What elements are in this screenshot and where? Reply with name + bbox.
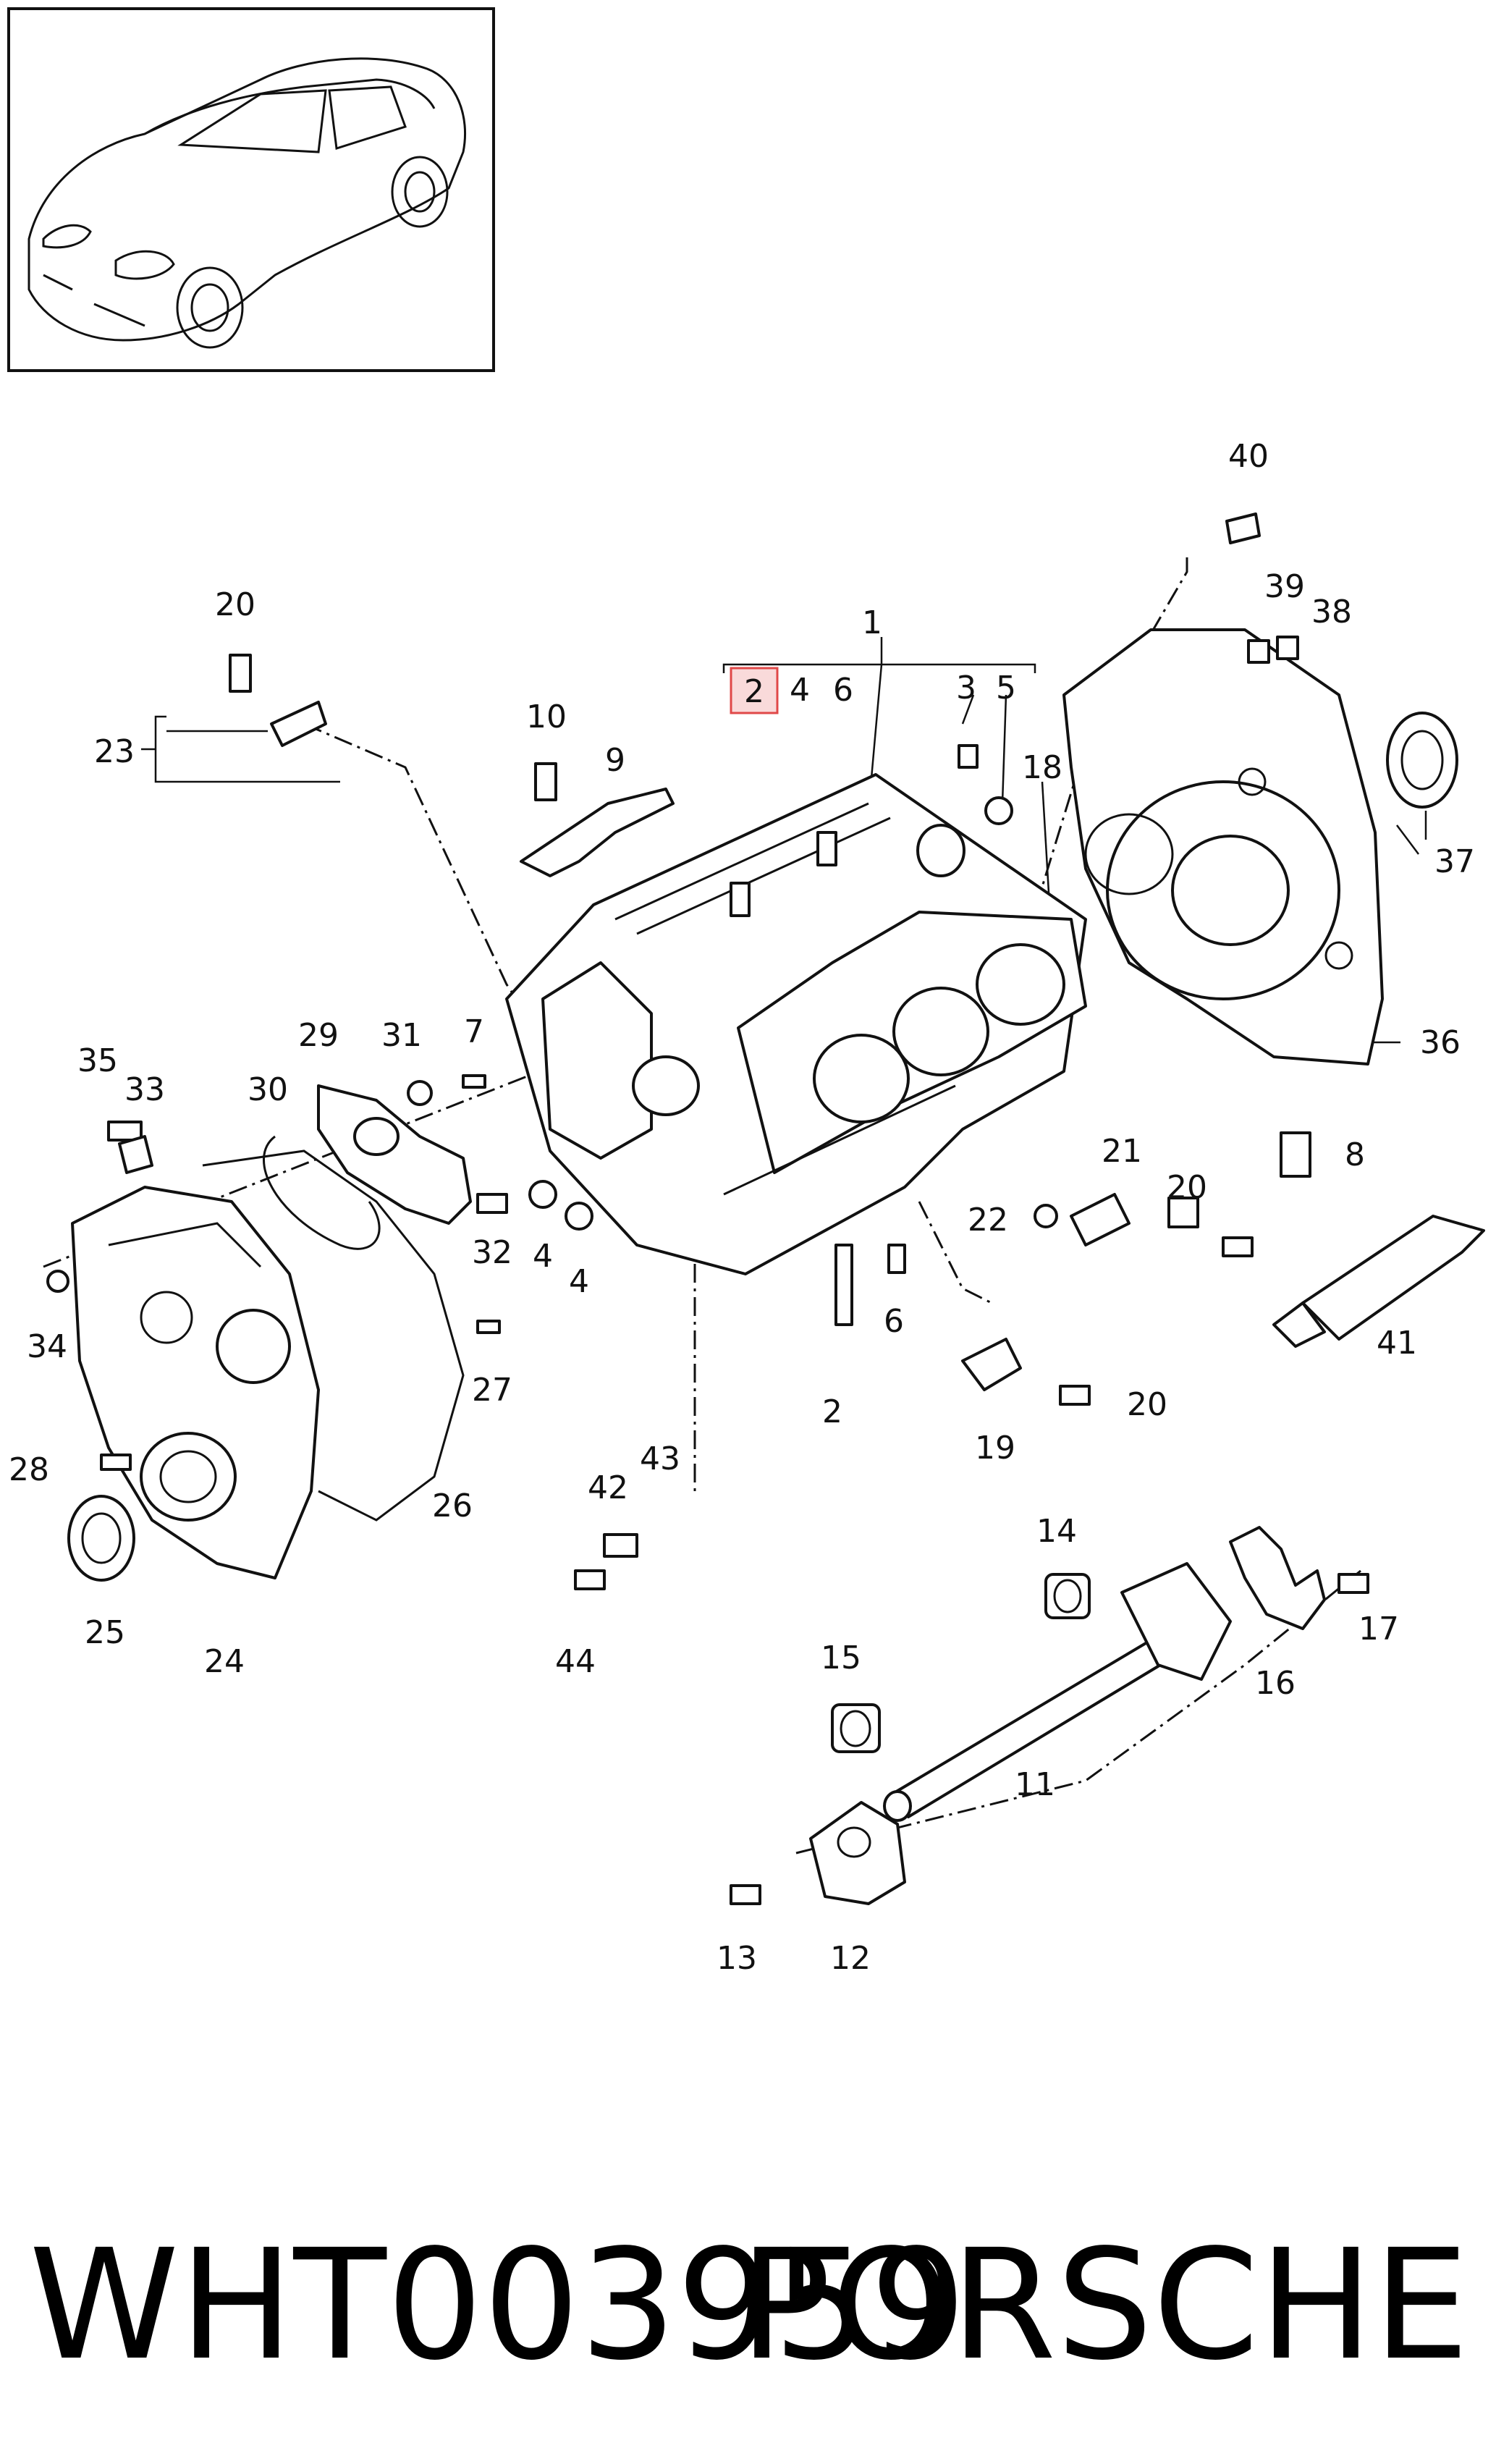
callout-labels: 1 2 2 3 4 4 4 5 6 6 7 8 9 10 11 12 13 14… — [9, 438, 1475, 1977]
sealant-tube-41 — [1272, 1215, 1485, 1348]
pipe-9 — [520, 788, 675, 877]
callout-4-left: 4 — [533, 1238, 553, 1275]
callout-29: 29 — [298, 1017, 339, 1054]
engine-block — [505, 773, 1087, 1275]
callout-2: 2 — [744, 673, 764, 710]
callout-2-lower: 2 — [822, 1393, 842, 1430]
shaft-11 — [883, 1562, 1232, 1822]
callout-41: 41 — [1377, 1325, 1417, 1362]
callout-20-right: 20 — [1167, 1169, 1207, 1206]
callout-22: 22 — [968, 1202, 1008, 1239]
callout-35: 35 — [77, 1042, 118, 1079]
callout-8: 8 — [1345, 1136, 1365, 1173]
callout-13: 13 — [717, 1940, 757, 1977]
housing-29 — [317, 1084, 472, 1225]
callout-3: 3 — [956, 670, 976, 706]
callout-16: 16 — [1255, 1665, 1296, 1702]
callout-5: 5 — [996, 670, 1016, 706]
callout-42: 42 — [588, 1469, 628, 1506]
callout-1: 1 — [862, 604, 882, 641]
callout-23: 23 — [94, 733, 135, 770]
cover-12 — [809, 1801, 906, 1905]
callout-43: 43 — [640, 1440, 680, 1477]
part-number: WHT003959 — [29, 2216, 967, 2394]
brand-name: PORSCHE — [739, 2216, 1469, 2394]
callout-36: 36 — [1420, 1024, 1461, 1061]
callout-12: 12 — [830, 1940, 871, 1977]
callout-33: 33 — [124, 1071, 165, 1108]
timing-cover-24 — [71, 1186, 320, 1579]
callout-26: 26 — [432, 1488, 473, 1524]
highlight-callout-2 — [730, 667, 779, 714]
callout-20-top: 20 — [215, 586, 255, 623]
fasteners — [46, 512, 1369, 1905]
vehicle-thumbnail — [7, 7, 495, 372]
caption: WHT003959 PORSCHE — [29, 2215, 1469, 2396]
callout-9: 9 — [605, 742, 625, 779]
rear-cover-36 — [1062, 628, 1384, 1066]
gasket-26 — [202, 1149, 465, 1522]
seal-30 — [263, 1135, 381, 1250]
callout-39: 39 — [1264, 568, 1305, 605]
callout-15: 15 — [821, 1640, 861, 1676]
callout-25: 25 — [85, 1614, 125, 1651]
callout-38: 38 — [1311, 594, 1352, 630]
callout-32: 32 — [472, 1234, 512, 1271]
callout-7: 7 — [464, 1013, 484, 1050]
callout-11: 11 — [1015, 1766, 1055, 1803]
bearing-15 — [831, 1703, 881, 1753]
clip-8 — [1280, 1131, 1311, 1178]
callout-40: 40 — [1228, 438, 1269, 475]
seal-37 — [1386, 712, 1458, 809]
callout-44: 44 — [555, 1643, 596, 1680]
callout-24: 24 — [204, 1643, 245, 1680]
callout-6: 6 — [833, 672, 853, 709]
callout-19: 19 — [975, 1430, 1015, 1467]
callout-4: 4 — [790, 672, 810, 709]
seal-25 — [67, 1495, 135, 1582]
callout-17: 17 — [1358, 1611, 1399, 1647]
callout-6-lower: 6 — [884, 1303, 904, 1340]
bearing-14 — [1044, 1573, 1091, 1619]
bracket-16 — [1229, 1526, 1326, 1630]
callout-21: 21 — [1102, 1133, 1142, 1170]
callout-37: 37 — [1434, 843, 1475, 880]
callout-31: 31 — [381, 1017, 422, 1054]
callout-27: 27 — [472, 1372, 512, 1409]
callout-34: 34 — [27, 1328, 67, 1365]
callout-20-lower: 20 — [1127, 1386, 1167, 1423]
callout-14: 14 — [1036, 1513, 1077, 1550]
callout-28: 28 — [9, 1451, 49, 1488]
callout-10: 10 — [526, 699, 567, 735]
callout-4-right: 4 — [569, 1263, 589, 1300]
callout-18: 18 — [1022, 749, 1062, 786]
callout-30: 30 — [248, 1071, 288, 1108]
